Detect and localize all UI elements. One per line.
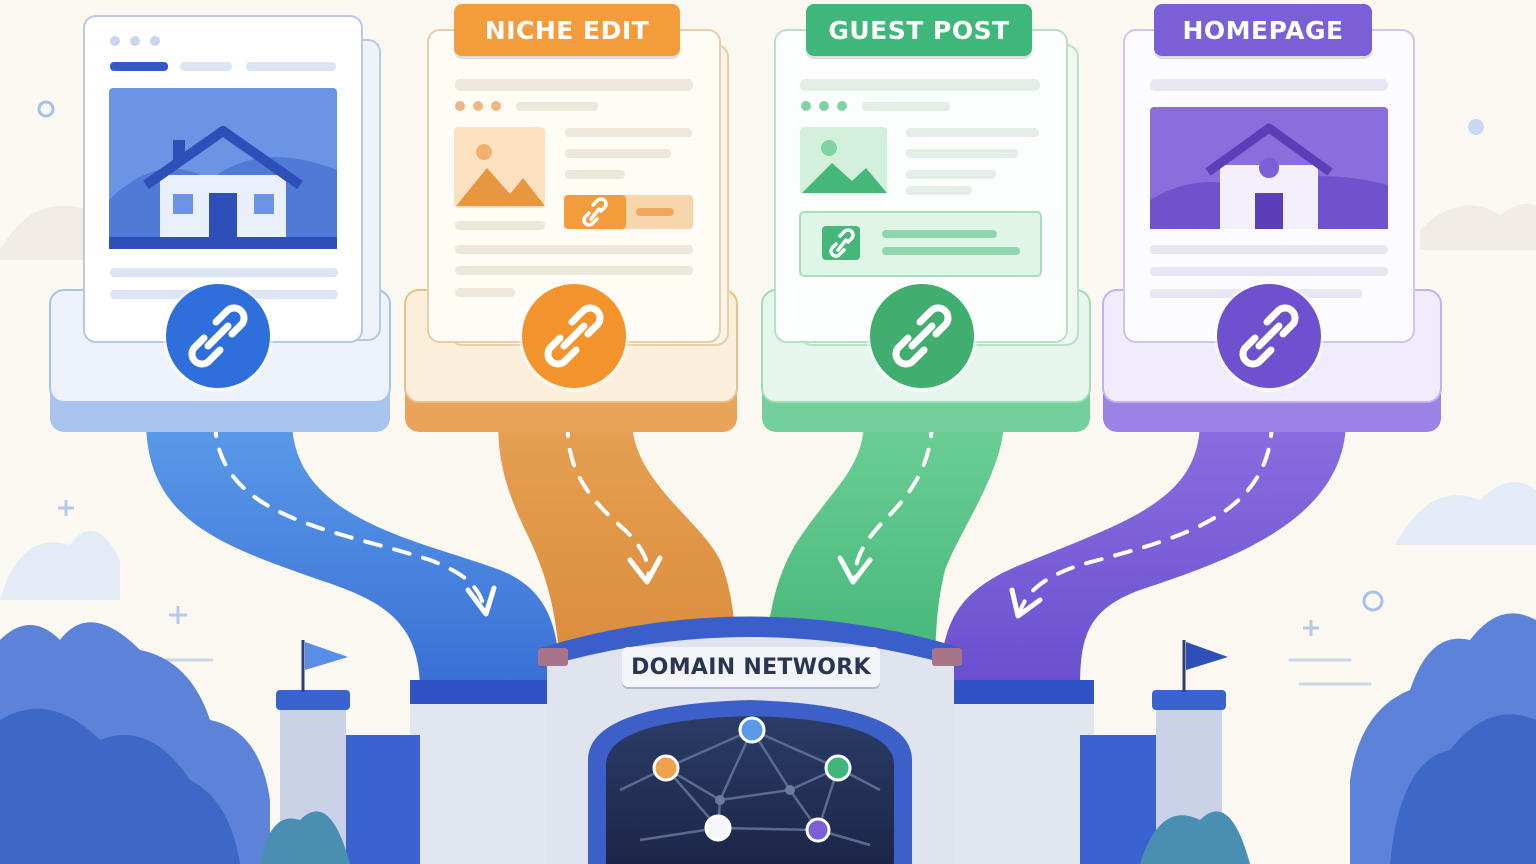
domain-network-sign: DOMAIN NETWORK (622, 647, 880, 687)
link-icon (163, 282, 273, 392)
house-image (1150, 107, 1388, 229)
house-icon (143, 126, 303, 237)
flow-ribbons (146, 418, 1346, 690)
link-icon (1214, 282, 1324, 392)
flag-icon (301, 640, 348, 692)
card-homepage-blue (49, 15, 391, 432)
niche-edit-label: NICHE EDIT (454, 4, 680, 56)
foliage (0, 613, 1536, 864)
network-graph-icon (619, 716, 881, 847)
card-homepage (1102, 29, 1442, 432)
guest-post-label: GUEST POST (806, 4, 1032, 56)
link-icon (829, 228, 855, 258)
flag-icon (1182, 640, 1228, 692)
homepage-label: HOMEPAGE (1154, 4, 1372, 56)
mountain-image-icon (800, 127, 887, 194)
card-niche-edit (404, 29, 738, 432)
card-guest-post (761, 29, 1091, 432)
link-icon (867, 282, 977, 392)
link-icon (582, 197, 608, 227)
link-icon (519, 282, 629, 392)
house-icon (1205, 123, 1333, 229)
mountain-image-icon (454, 127, 545, 208)
